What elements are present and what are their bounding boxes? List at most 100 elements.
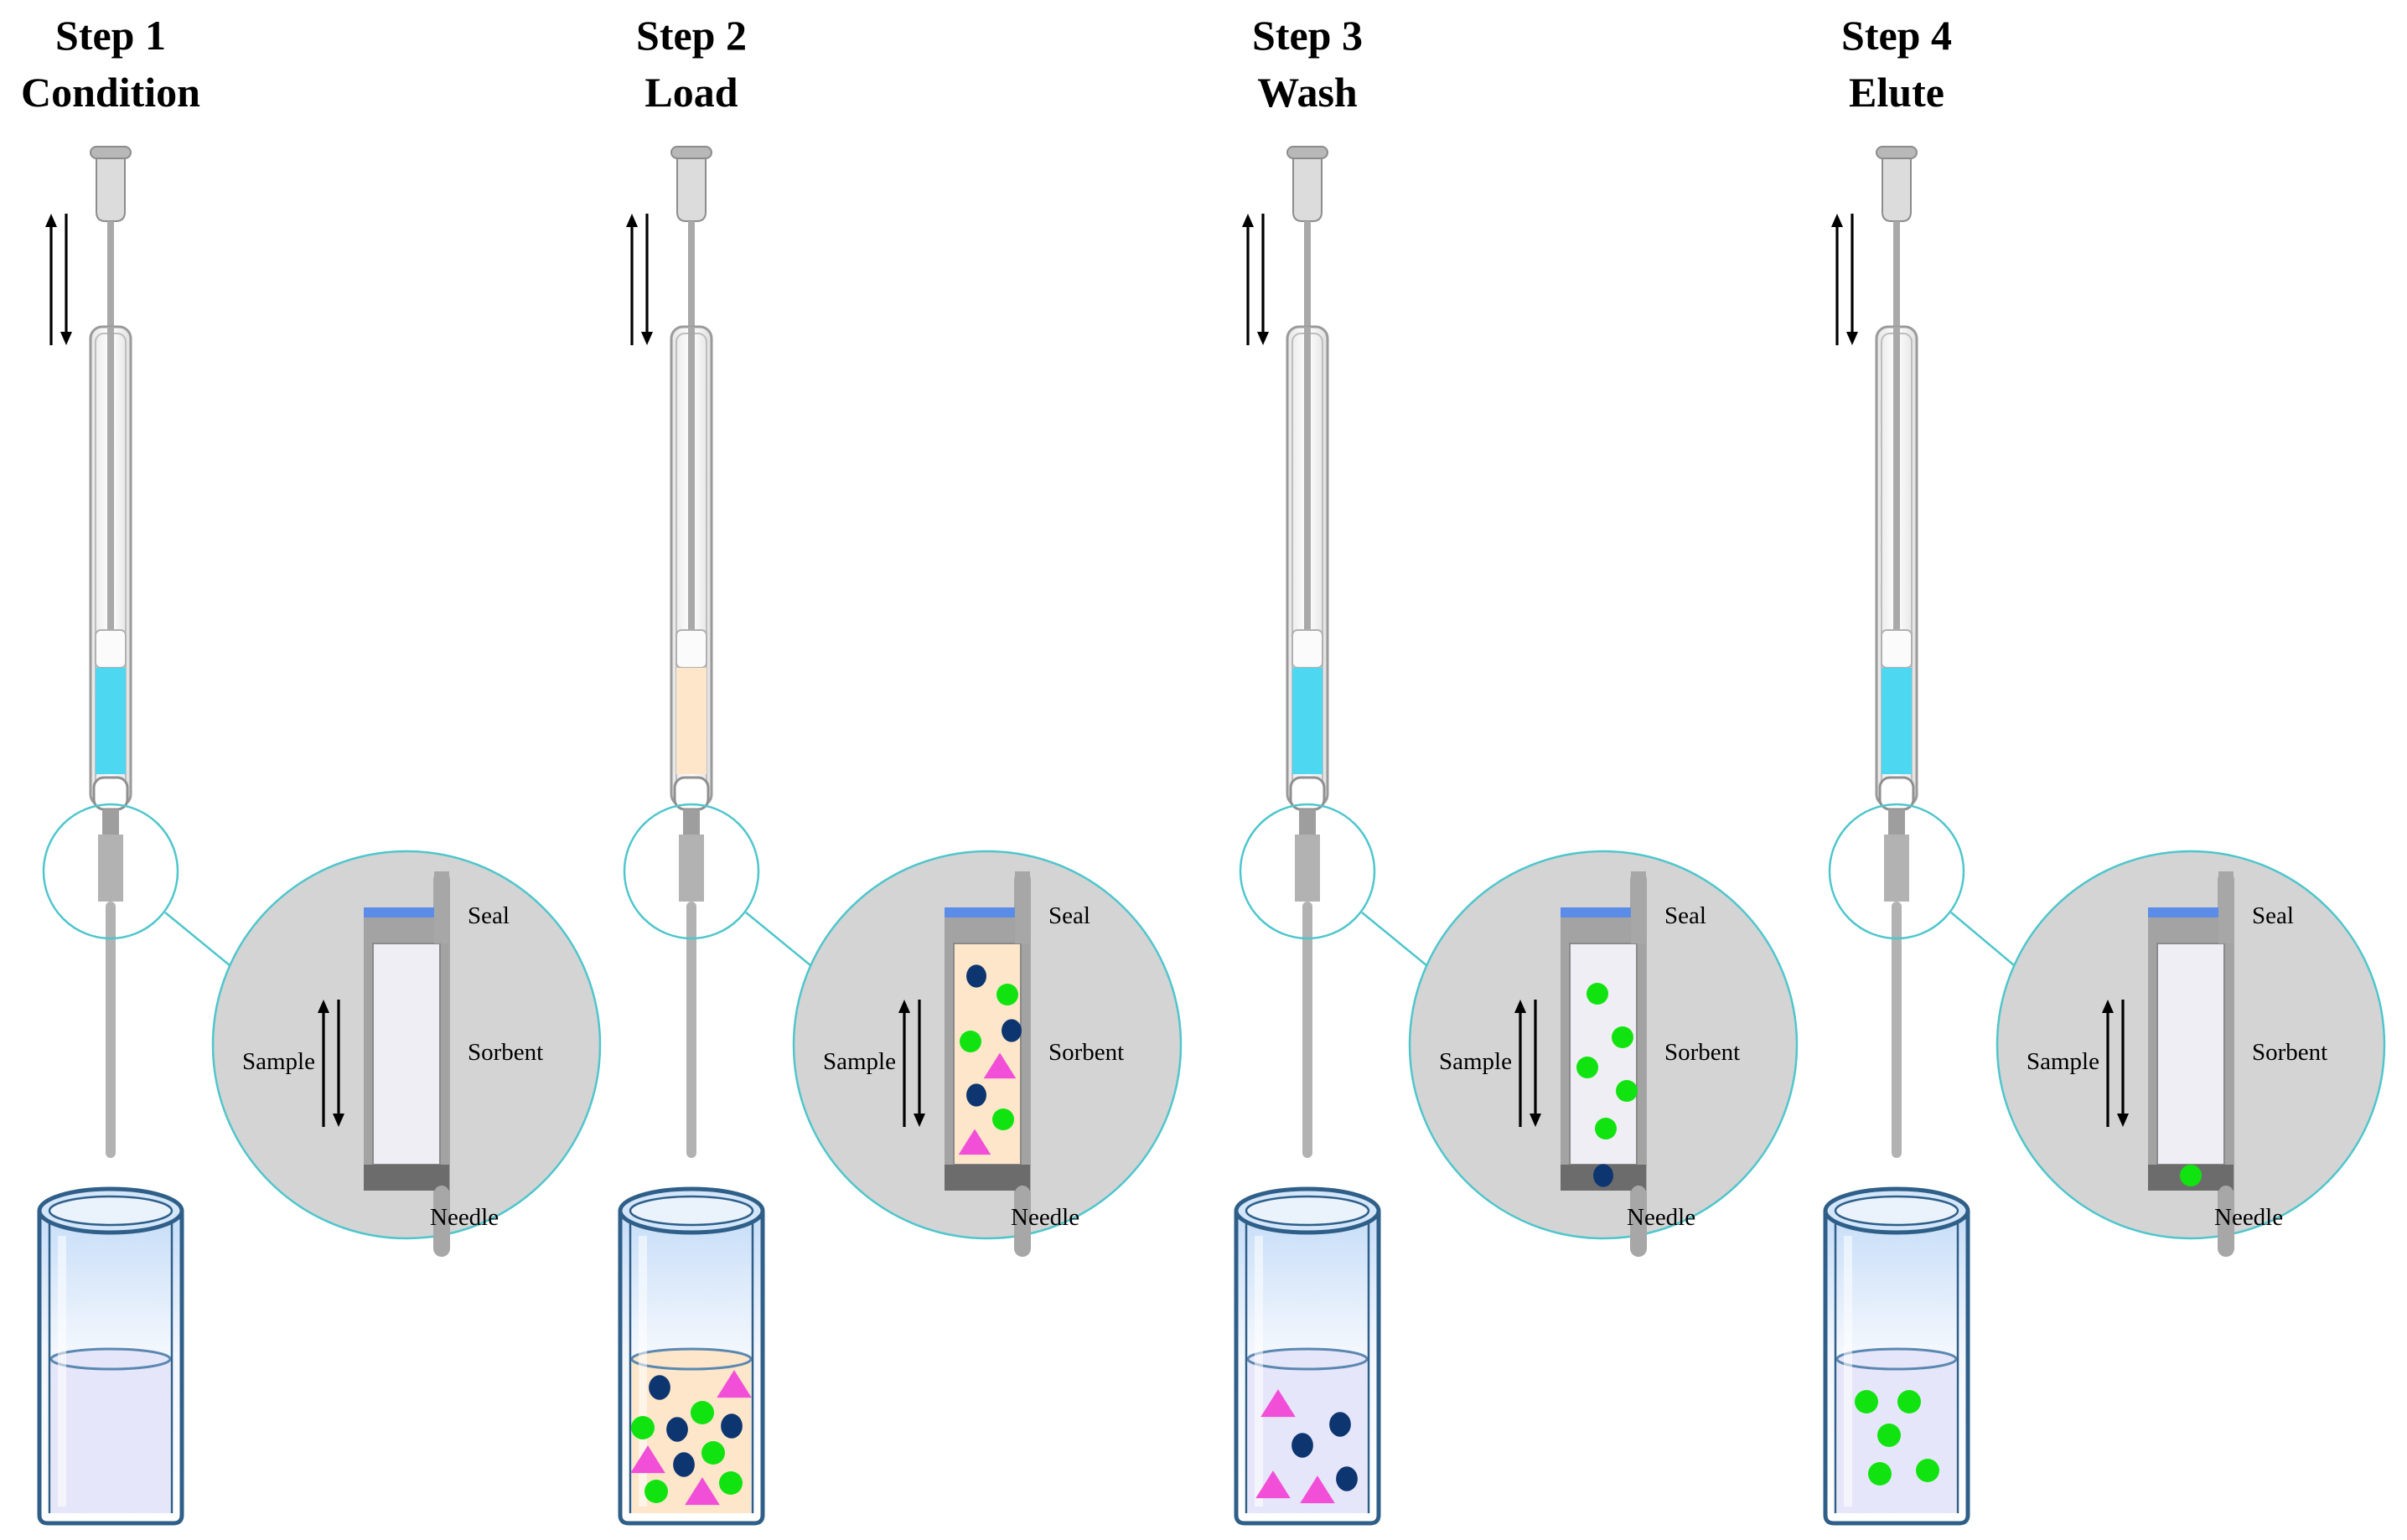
vial-highlight	[639, 1236, 647, 1506]
down-arrow-head	[60, 332, 72, 345]
sample-label: Sample	[2027, 1048, 2099, 1075]
syringe	[89, 146, 132, 1158]
green-particle	[2180, 1165, 2202, 1186]
down-arrow-head	[641, 332, 653, 345]
magnifier-connector	[745, 912, 816, 970]
step-number-label: Step 1	[55, 12, 166, 59]
green-particle	[1855, 1390, 1878, 1413]
sample-flow-arrows	[318, 1000, 344, 1127]
sorbent-label: Sorbent	[1048, 1039, 1124, 1066]
magnifier-ring	[42, 803, 179, 940]
seal-label: Seal	[468, 902, 510, 929]
pink-triangle-particle	[983, 1052, 1017, 1079]
down-arrow-head	[2117, 1114, 2129, 1127]
needle-hub-top	[1299, 809, 1316, 835]
syringe-liquid	[96, 668, 126, 774]
plunger-motion-arrows	[1242, 214, 1269, 345]
green-particle	[1916, 1459, 1939, 1482]
syringe-liquid	[1292, 668, 1323, 774]
vial-opening	[1245, 1195, 1370, 1227]
needle-frit	[364, 1165, 449, 1186]
down-arrow-head	[1257, 332, 1269, 345]
seal-layer	[2148, 907, 2234, 917]
green-particle	[1612, 1026, 1633, 1048]
callout-needle-bottom	[1631, 1186, 1646, 1255]
green-particle	[1587, 983, 1608, 1005]
syringe	[1286, 146, 1329, 1158]
vial-highlight	[1844, 1236, 1852, 1506]
plunger-tip	[1881, 629, 1913, 669]
step-action-label: Condition	[21, 69, 200, 116]
needle-hub-top	[683, 809, 700, 835]
seal-label: Seal	[1664, 902, 1706, 929]
vial-opening	[629, 1195, 754, 1227]
callout-needle-top	[434, 871, 449, 943]
needle	[1892, 902, 1902, 1158]
vial-outline	[618, 1211, 765, 1526]
up-arrow-head	[1242, 214, 1254, 227]
step-action-label: Elute	[1849, 69, 1944, 116]
plunger-head	[676, 158, 707, 222]
sample-label: Sample	[1439, 1048, 1512, 1075]
green-particle	[1616, 1080, 1638, 1102]
needle-label: Needle	[2214, 1204, 2283, 1231]
step-number-label: Step 3	[1252, 12, 1363, 59]
needle	[106, 902, 116, 1158]
callout-needle-top	[1631, 871, 1646, 943]
syringe	[670, 146, 713, 1158]
down-arrow-head	[914, 1114, 925, 1127]
up-arrow-head	[898, 1000, 910, 1013]
pink-triangle-particle	[958, 1129, 991, 1155]
plunger-tip	[676, 629, 707, 669]
sample-vial	[618, 1186, 765, 1526]
plunger-head	[1292, 158, 1323, 222]
callout-needle-bottom	[434, 1186, 449, 1255]
seal-layer	[364, 907, 449, 917]
plunger-motion-arrows	[626, 214, 653, 345]
green-particle	[1877, 1424, 1901, 1447]
plunger-button	[1286, 146, 1328, 159]
green-particle	[1576, 1057, 1598, 1078]
sorbent-label: Sorbent	[2252, 1039, 2327, 1066]
up-arrow-head	[1514, 1000, 1526, 1013]
seal-layer	[945, 907, 1030, 917]
callout-needle-top	[1015, 871, 1030, 943]
needle-frit	[945, 1165, 1030, 1186]
sample-label: Sample	[242, 1048, 315, 1075]
navy-particle	[649, 1375, 670, 1400]
up-arrow-head	[626, 214, 638, 227]
vial-liquid-surface	[630, 1347, 753, 1371]
navy-particle	[1291, 1433, 1313, 1458]
sample-flow-arrows	[898, 1000, 925, 1127]
step-number-label: Step 4	[1841, 12, 1952, 59]
green-particle	[719, 1471, 743, 1495]
syringe	[1875, 146, 1918, 1158]
vial-opening	[1834, 1195, 1959, 1227]
vial-liquid-surface	[1835, 1347, 1958, 1371]
sorbent-label: Sorbent	[468, 1039, 543, 1066]
green-particle	[960, 1031, 981, 1052]
needle-hub	[1295, 835, 1320, 902]
sample-vial	[1234, 1186, 1381, 1526]
magnifier-ring	[1828, 803, 1965, 940]
plunger-tip	[1291, 629, 1323, 669]
vial-outline	[1234, 1211, 1381, 1526]
needle	[1302, 902, 1312, 1158]
vial-outline	[37, 1211, 184, 1526]
down-arrow-head	[333, 1114, 344, 1127]
needle-hub-top	[1888, 809, 1905, 835]
green-particle	[1868, 1462, 1892, 1486]
syringe-liquid	[676, 668, 707, 774]
green-particle	[1595, 1118, 1617, 1139]
plunger-button	[90, 146, 132, 159]
plunger-rod-inside	[1304, 327, 1311, 630]
pink-triangle-particle	[685, 1477, 720, 1506]
sorbent-bed	[372, 943, 441, 1165]
up-arrow-head	[2102, 1000, 2114, 1013]
magnifier-ring	[623, 803, 760, 940]
vial-highlight	[58, 1236, 66, 1506]
navy-particle	[966, 964, 986, 988]
